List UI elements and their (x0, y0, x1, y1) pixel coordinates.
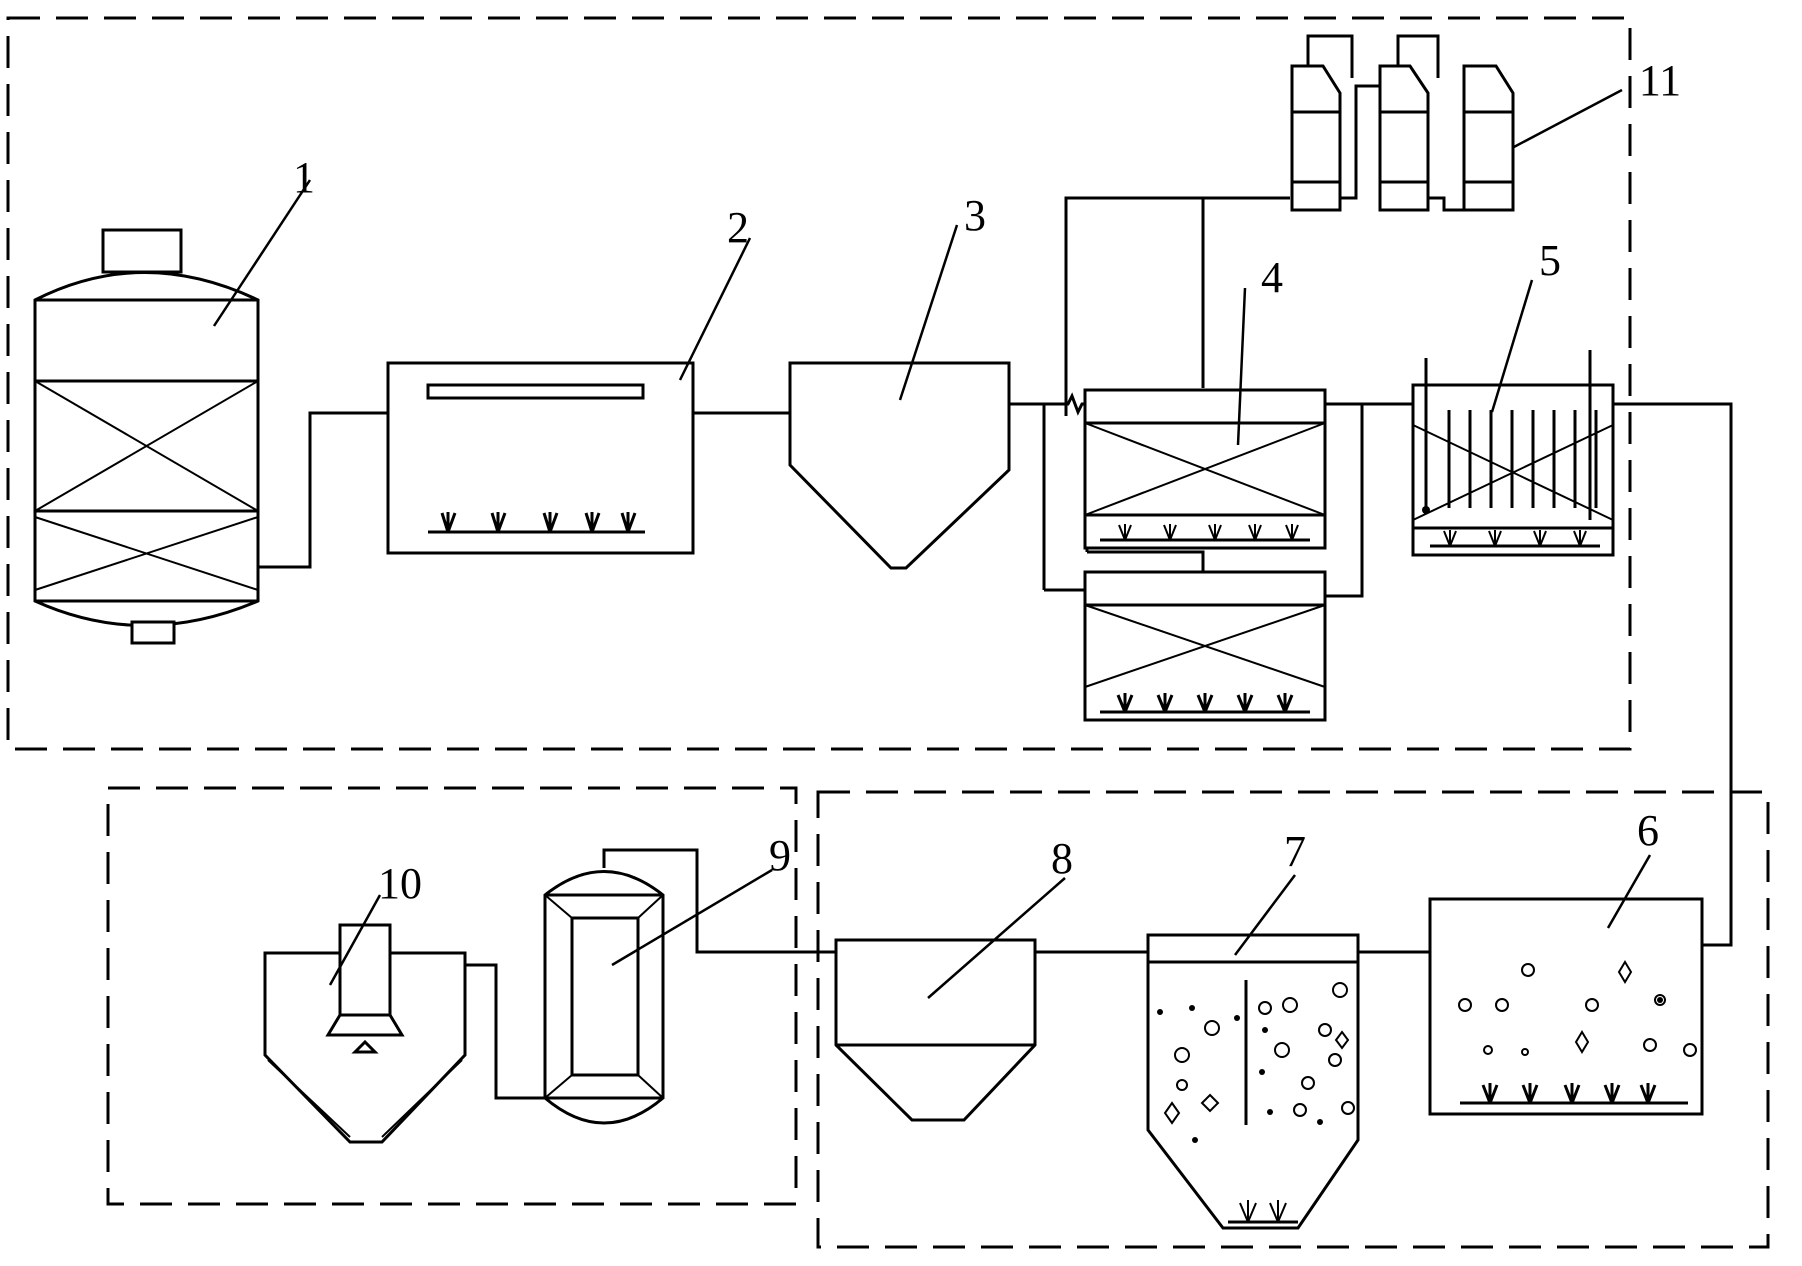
label-unit-2: 2 (727, 203, 749, 252)
label-unit-5: 5 (1539, 236, 1561, 285)
label-unit-10: 10 (378, 859, 422, 908)
label-leader-lines (212, 88, 1652, 999)
label-unit-7: 7 (1284, 827, 1306, 876)
label-unit-4: 4 (1261, 253, 1283, 302)
label-unit-1: 1 (293, 153, 315, 202)
unit-3-settling-tank (788, 361, 1011, 570)
unit-11-dosing-tanks (1290, 34, 1515, 212)
unit-2-aeration-tank (386, 361, 695, 555)
label-unit-8: 8 (1051, 834, 1073, 883)
unit-6-biofilm-tank (1428, 897, 1704, 1116)
biological-module-boundary (816, 790, 1770, 1249)
unit-9-filter-column (543, 870, 665, 1125)
label-unit-3: 3 (964, 191, 986, 240)
sludge-module-boundary (106, 786, 798, 1206)
unit-4-reactor-parallel (1083, 570, 1327, 722)
label-unit-11: 11 (1639, 56, 1681, 105)
unit-1-vessel (33, 228, 260, 645)
unit-4-reactor (1083, 388, 1327, 550)
unit-8-settling-tank (834, 938, 1037, 1122)
label-unit-6: 6 (1637, 806, 1659, 855)
connecting-pipes (258, 196, 1733, 1100)
label-unit-9: 9 (769, 831, 791, 880)
unit-7-fluidized-bed (1146, 933, 1360, 1230)
unit-10-sludge-thickener (263, 923, 467, 1144)
unit-5-electrode-reactor (1411, 350, 1615, 557)
pretreatment-module-boundary (6, 16, 1632, 751)
